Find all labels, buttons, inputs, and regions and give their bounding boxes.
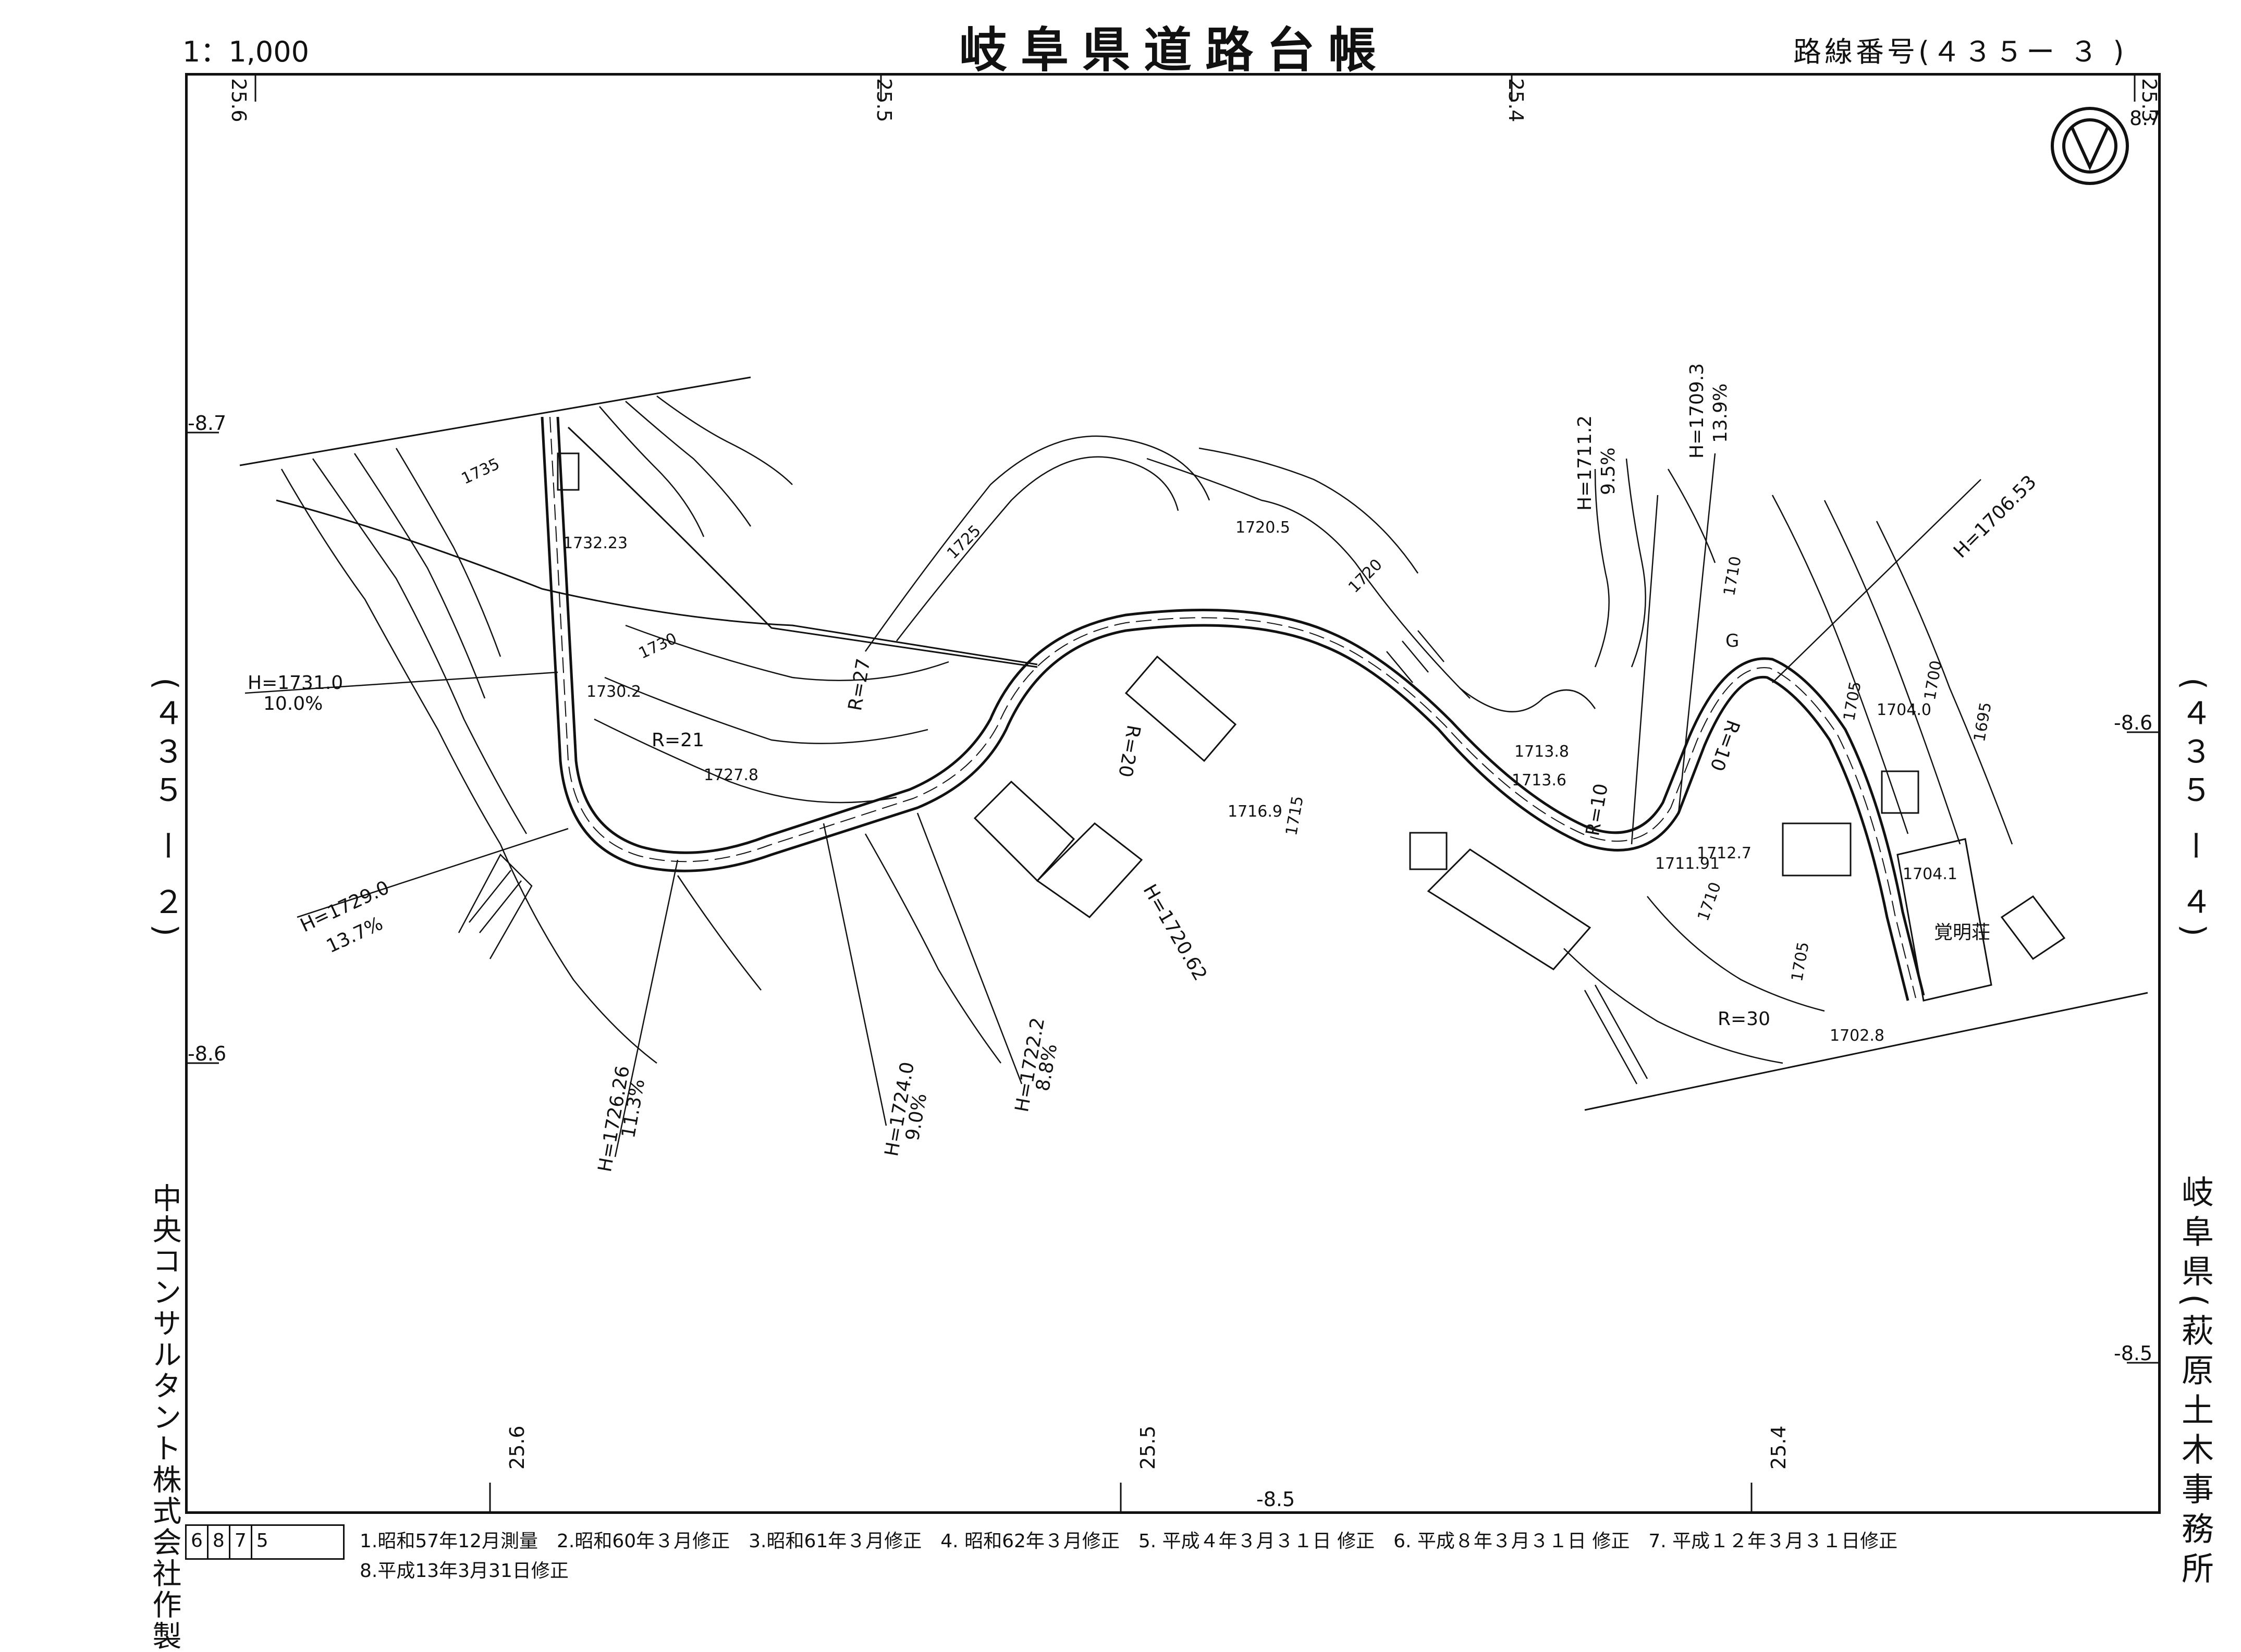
building-small <box>1409 832 1448 870</box>
spot-height: 1730.2 <box>586 683 641 701</box>
grid-label-bottom: 25.5 <box>1136 1425 1159 1470</box>
building <box>1036 822 1143 918</box>
spot-height: 1702.8 <box>1830 1027 1884 1045</box>
spot-height: 1732.23 <box>563 534 628 552</box>
grid-label-left: -8.7 <box>188 412 227 435</box>
building-small <box>2000 895 2066 960</box>
grid-label-top: 25.4 <box>1504 78 1527 122</box>
spot-height: 1716.9 <box>1228 803 1282 821</box>
buildings <box>557 452 2066 1002</box>
spot-height: 1727.8 <box>704 766 758 784</box>
adjacent-route-left: (４３５ ー ２) <box>148 677 184 944</box>
page-title: 岐阜県道路台帳 <box>959 22 1390 78</box>
building <box>1782 822 1852 877</box>
grid-label-left: -8.6 <box>188 1042 227 1065</box>
gradient-label: 10.0% <box>263 693 323 714</box>
g-marker: G <box>1725 631 1740 651</box>
road-centerline <box>549 416 1916 998</box>
elevation-label: H=1711.2 <box>1574 415 1596 511</box>
curve-radius: R=30 <box>1718 1008 1770 1030</box>
revision-history-line2: 8.平成13年3月31日修正 <box>360 1560 569 1582</box>
grid-ticks <box>185 73 2161 1514</box>
elevation-label: H=1709.3 <box>1686 363 1708 459</box>
gradient-label: 9.5% <box>1598 447 1619 495</box>
building-small <box>557 452 580 491</box>
spot-height: 1713.8 <box>1514 743 1569 761</box>
contour-lines <box>280 395 2013 1064</box>
map-scale: 1：1,000 <box>182 35 309 68</box>
route-number: 路線番号(４３５ー ３ ) <box>1793 35 2127 68</box>
grid-label-bottom: 25.4 <box>1767 1425 1790 1470</box>
grid-label-right: 8.7 <box>2129 107 2161 130</box>
sheet-digit: 5 <box>256 1530 268 1551</box>
spot-height: 1711.91 <box>1655 855 1720 873</box>
sheet-digit: 8 <box>209 1526 230 1558</box>
sheet-digit: 7 <box>230 1526 252 1558</box>
road-edge-outer <box>541 416 1909 1001</box>
leader-lines <box>244 453 1981 1157</box>
map-frame <box>185 73 2161 1514</box>
boundary-line <box>1584 992 2148 1111</box>
building-name: 覚明荘 <box>1934 922 1991 943</box>
spot-height: 1704.0 <box>1877 701 1931 719</box>
slope-hatching <box>458 630 1648 1084</box>
sheet-digit: 6 <box>187 1526 209 1558</box>
curve-radius: R=21 <box>652 730 704 751</box>
revision-history: 1.昭和57年12月測量 2.昭和60年３月修正 3.昭和61年３月修正 4. … <box>360 1531 1898 1552</box>
sheet-number-box: 6 8 7 5 <box>185 1524 345 1560</box>
building <box>973 780 1075 882</box>
grid-label-bottom: -8.5 <box>1256 1488 1295 1511</box>
grid-label-right: -8.6 <box>2114 711 2153 734</box>
side-road <box>276 499 1038 665</box>
boundary-line <box>239 376 751 466</box>
side-road <box>567 426 1038 668</box>
elevation-label: H=1731.0 <box>248 672 344 694</box>
building <box>1124 655 1237 762</box>
road-map <box>185 73 2161 1514</box>
building <box>1427 848 1591 970</box>
spot-height: 1713.6 <box>1512 771 1566 790</box>
spot-height: 1704.1 <box>1903 865 1957 883</box>
building-small <box>1881 770 1919 814</box>
adjacent-route-right: (４３５ ー ４) <box>2175 677 2212 944</box>
office-name: 岐阜県(萩原土木事務所 <box>2176 1175 2214 1592</box>
grid-label-right: -8.5 <box>2114 1342 2153 1365</box>
grid-label-bottom: 25.6 <box>506 1425 529 1470</box>
grid-label-top: 25.6 <box>227 78 250 122</box>
spot-height: 1712.7 <box>1697 844 1752 862</box>
gradient-label: 13.9% <box>1710 383 1731 443</box>
road-edge-inner <box>556 416 1925 996</box>
north-arrow-icon <box>2051 107 2129 185</box>
contractor-name: 中央コンサルタント株式会社作製 <box>148 1183 181 1652</box>
grid-label-top: 25.5 <box>873 78 896 122</box>
spot-height: 1720.5 <box>1235 519 1290 537</box>
building-kakumeiso <box>1896 838 1992 1002</box>
